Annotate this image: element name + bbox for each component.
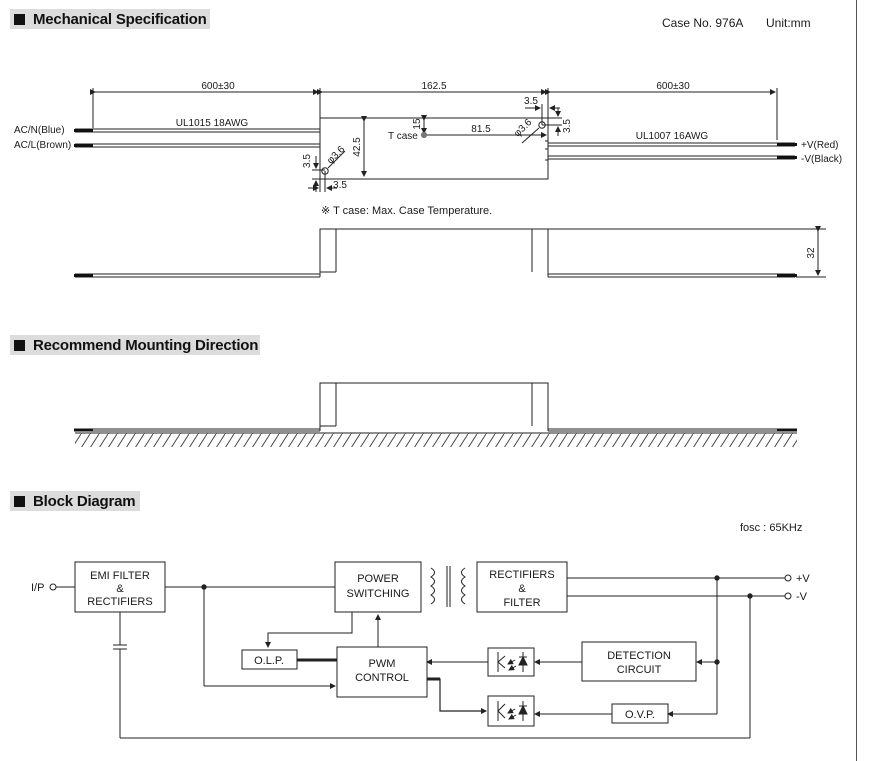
- emi-filter-block: [74, 561, 166, 613]
- olp-block: [241, 649, 298, 670]
- section-title: Recommend Mounting Direction: [33, 336, 259, 354]
- unit-label: Unit:mm: [766, 16, 811, 30]
- rectifiers-filter-block: [476, 561, 568, 613]
- olp-label: O.L.P.: [254, 655, 284, 667]
- dim-hole-left: 3.5: [302, 154, 313, 168]
- rect-label-2: &: [518, 583, 526, 595]
- output-terminal-pos: [784, 574, 792, 582]
- case-number: Case No. 976A: [662, 16, 744, 30]
- power-label-1: POWER: [357, 573, 399, 585]
- dim-width: 42.5: [352, 137, 363, 157]
- bullet-square-icon: [14, 339, 25, 351]
- ip-label: I/P: [31, 582, 44, 594]
- section-header-mounting: Recommend Mounting Direction: [10, 335, 260, 355]
- dim-tcase-y: 15: [412, 118, 423, 130]
- emi-label-2: &: [116, 583, 124, 595]
- dim-body-length: 162.5: [421, 81, 446, 92]
- input-l-label: AC/L(Brown): [14, 140, 71, 151]
- page-border: [856, 0, 857, 761]
- input-n-label: AC/N(Blue): [14, 125, 65, 136]
- mounting-surface-hatch: [75, 433, 797, 447]
- block-diagram-wires: [49, 566, 792, 739]
- rect-label-3: FILTER: [503, 597, 540, 609]
- power-label-2: SWITCHING: [347, 588, 410, 600]
- optocoupler-icon: [497, 701, 528, 721]
- output-pos-label: +V(Red): [801, 140, 839, 151]
- bullet-square-icon: [14, 13, 25, 25]
- dim-hole-right: 3.5: [562, 119, 573, 133]
- pwm-label-1: PWM: [369, 658, 396, 670]
- detection-circuit-block: [581, 641, 697, 682]
- tcase-point: [420, 131, 428, 139]
- emi-label-1: EMI FILTER: [90, 570, 150, 582]
- dim-height: 32: [806, 247, 817, 259]
- input-wire-spec: UL1015 18AWG: [176, 118, 249, 129]
- side-view: [74, 226, 826, 278]
- power-switching-block: [334, 561, 422, 613]
- fosc-label: fosc : 65KHz: [740, 522, 802, 534]
- detect-label-1: DETECTION: [607, 650, 671, 662]
- ovp-label: O.V.P.: [625, 709, 655, 721]
- section-title: Block Diagram: [33, 492, 136, 510]
- output-wire-spec: UL1007 16AWG: [636, 131, 709, 142]
- input-terminal: [49, 583, 57, 591]
- dim-right-wire: 600±30: [656, 81, 690, 92]
- out-neg-label: -V: [796, 591, 808, 603]
- dim-hole-top: 3.5: [524, 96, 538, 107]
- pwm-control-block: [336, 646, 428, 698]
- out-pos-label: +V: [796, 573, 810, 585]
- tcase-label: T case: [388, 131, 418, 142]
- detect-label-2: CIRCUIT: [617, 664, 662, 676]
- dim-tcase-x: 81.5: [471, 124, 491, 135]
- section-header-block: Block Diagram: [10, 491, 140, 511]
- output-neg-label: -V(Black): [801, 154, 842, 165]
- dim-left-wire: 600±30: [201, 81, 235, 92]
- output-terminal-neg: [784, 592, 792, 600]
- bullet-square-icon: [14, 495, 25, 507]
- section-header-mechanical: Mechanical Specification: [10, 9, 210, 29]
- mounting-view: [74, 382, 797, 447]
- top-view: [74, 88, 797, 192]
- block-diagram-boxes: [74, 561, 697, 727]
- emi-label-3: RECTIFIERS: [87, 596, 152, 608]
- tcase-note: ※ T case: Max. Case Temperature.: [321, 205, 492, 217]
- ovp-block: [611, 703, 669, 724]
- optocoupler-icon: [497, 652, 528, 672]
- section-title: Mechanical Specification: [33, 10, 207, 28]
- psu-body-top: [319, 117, 549, 180]
- rect-label-1: RECTIFIERS: [489, 569, 554, 581]
- dim-hole-bottom: 3.5: [333, 180, 347, 191]
- pwm-label-2: CONTROL: [355, 672, 409, 684]
